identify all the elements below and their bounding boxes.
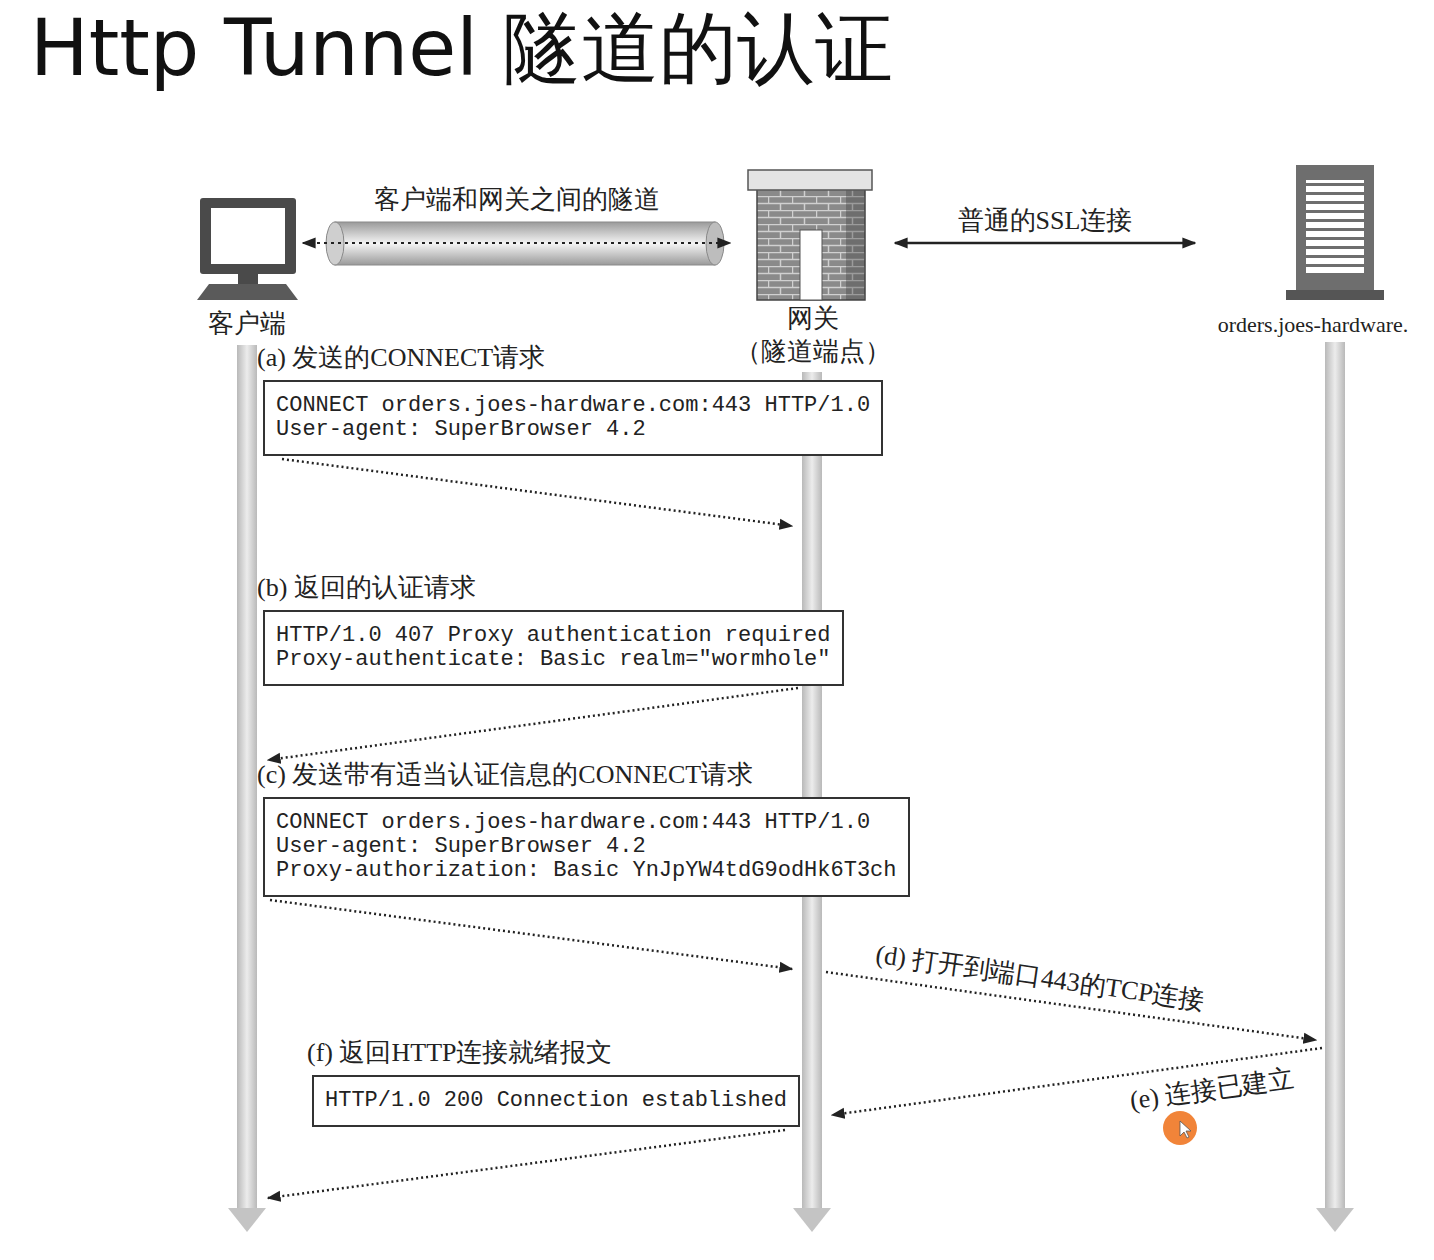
message-arrow — [268, 1130, 785, 1198]
message-arrow — [268, 688, 798, 760]
message-arrow — [282, 459, 792, 526]
message-line: HTTP/1.0 407 Proxy authentication requir… — [276, 624, 831, 648]
actor-label: orders.joes-hardware. — [1195, 311, 1431, 339]
actor-label-group: orders.joes-hardware. — [1195, 311, 1431, 339]
server-icon — [1286, 165, 1384, 300]
message-box: (a) 发送的CONNECT请求CONNECT orders.joes-hard… — [263, 380, 883, 456]
message-arrow — [270, 900, 792, 969]
message-heading: (f) 返回HTTP连接就绪报文 — [307, 1037, 612, 1069]
actor-label-group: 网关（隧道端点） — [730, 303, 895, 368]
step-label: (d) 打开到端口443的TCP连接 — [874, 940, 1206, 1016]
connector — [303, 242, 730, 244]
actor-label: 网关 — [730, 303, 895, 336]
message-line: HTTP/1.0 200 Connection established — [325, 1089, 787, 1113]
message-line: User-agent: SuperBrowser 4.2 — [276, 835, 897, 859]
actor-label: （隧道端点） — [730, 336, 895, 369]
message-line: User-agent: SuperBrowser 4.2 — [276, 418, 870, 442]
page-title: Http Tunnel 隧道的认证 — [30, 2, 893, 96]
actor-label: 客户端 — [190, 308, 303, 341]
cursor-mark — [1163, 1111, 1197, 1145]
message-heading: (b) 返回的认证请求 — [257, 572, 476, 604]
lifeline — [1316, 342, 1354, 1232]
message-box: (f) 返回HTTP连接就绪报文HTTP/1.0 200 Connection … — [312, 1075, 800, 1127]
message-line: CONNECT orders.joes-hardware.com:443 HTT… — [276, 811, 897, 835]
actor-label-group: 客户端 — [190, 308, 303, 341]
actor-node: orders.joes-hardware. — [1195, 160, 1431, 338]
message-box: (c) 发送带有适当认证信息的CONNECT请求CONNECT orders.j… — [263, 797, 910, 897]
actor-node: 客户端 — [190, 165, 303, 340]
message-line: CONNECT orders.joes-hardware.com:443 HTT… — [276, 394, 870, 418]
message-heading: (c) 发送带有适当认证信息的CONNECT请求 — [257, 759, 753, 791]
firewall-icon — [748, 170, 872, 300]
message-line: Proxy-authorization: Basic YnJpYW4tdG9od… — [276, 859, 897, 883]
message-heading: (a) 发送的CONNECT请求 — [257, 342, 545, 374]
message-line: Proxy-authenticate: Basic realm="wormhol… — [276, 648, 831, 672]
connector — [895, 242, 1195, 245]
message-box: (b) 返回的认证请求HTTP/1.0 407 Proxy authentica… — [263, 610, 844, 686]
tunnel-tube — [326, 222, 724, 265]
computer-icon — [197, 198, 298, 300]
step-label: (e) 连接已建立 — [1128, 1064, 1296, 1116]
edge-label: 普通的SSL连接 — [954, 206, 1137, 236]
actor-node: 网关（隧道端点） — [730, 160, 895, 368]
edge-label: 客户端和网关之间的隧道 — [370, 185, 664, 215]
